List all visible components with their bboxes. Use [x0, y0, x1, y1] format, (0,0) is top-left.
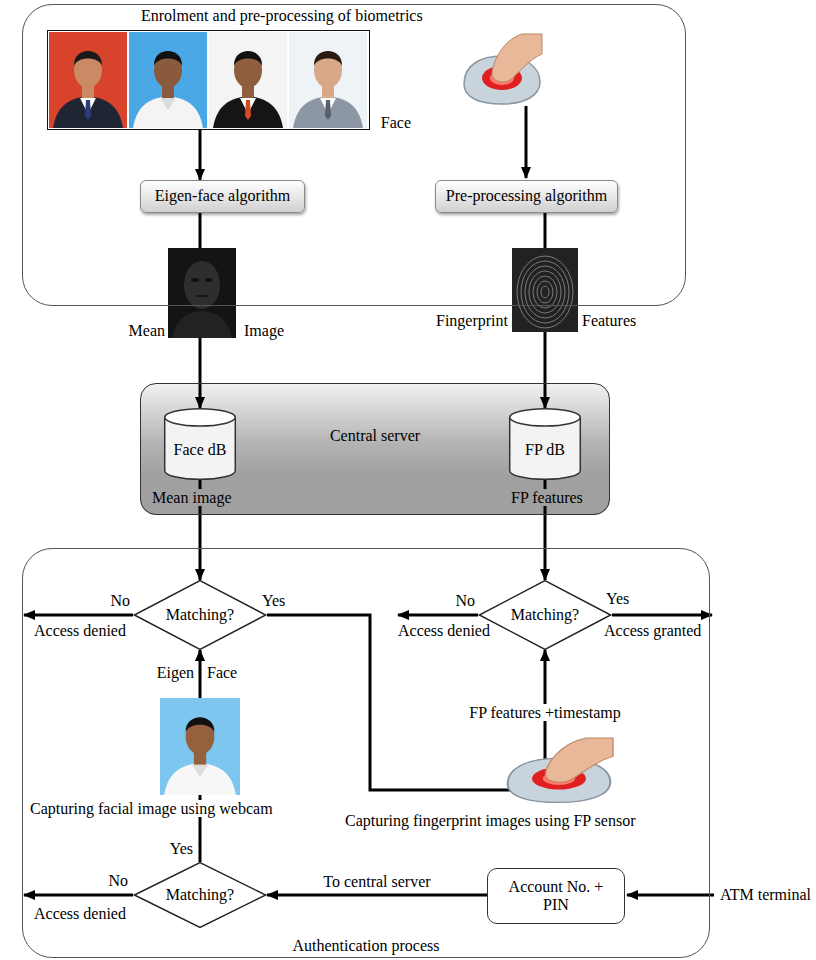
- denied-arrow: [398, 614, 478, 617]
- text-label-box: No: [108, 872, 128, 890]
- authentication-panel: Authentication process Matching? Matching?…: [22, 548, 710, 958]
- text-label: No: [455, 592, 475, 609]
- text-label-box: Capturing facial image using webcam: [28, 800, 275, 818]
- diamond-shape: [479, 581, 610, 650]
- decision-diamond: Matching?: [133, 862, 267, 928]
- text-label: Fingerprint: [436, 312, 508, 329]
- text-label-box: No: [455, 592, 475, 610]
- text-label-box: FP features +timestamp: [467, 704, 623, 722]
- denied-arrow: [24, 614, 133, 617]
- text-label-box: Yes: [606, 590, 629, 608]
- text-label: No: [110, 592, 130, 609]
- text-label: Yes: [606, 590, 629, 607]
- text-label: Eigen: [157, 664, 194, 681]
- face-photo: [49, 32, 127, 128]
- text-label: Capturing facial image using webcam: [28, 800, 275, 817]
- node-text: Eigen-face algorithm: [155, 187, 291, 205]
- connector-arrow: [199, 130, 202, 180]
- edge-label: To central server: [323, 873, 430, 890]
- node-text: Matching?: [166, 886, 234, 904]
- denied-arrow: [24, 894, 133, 897]
- webcam-photo: [160, 698, 240, 795]
- diamond-shape: [134, 581, 265, 650]
- text-label-box: Yes: [262, 592, 285, 610]
- text-label-box: Access denied: [34, 622, 126, 640]
- text-label: Yes: [170, 840, 193, 857]
- node-text: Matching?: [511, 606, 579, 624]
- face-photo: [289, 32, 367, 128]
- text-label: ATM terminal: [720, 886, 811, 903]
- text-label-box: Access denied: [398, 622, 490, 640]
- text-label: Image: [244, 322, 284, 339]
- text-label-box: ATM terminal: [720, 886, 811, 904]
- text-label-box: Access granted: [604, 622, 701, 640]
- text-label: No: [108, 872, 128, 889]
- text-label: Yes: [262, 592, 285, 609]
- node-text: Central server: [330, 427, 420, 445]
- fingerprint-image: [512, 248, 578, 332]
- text-label: FP features: [509, 489, 585, 506]
- text-label-box: No: [110, 592, 130, 610]
- node-text: Account No. + PIN: [498, 878, 614, 915]
- text-label-box: Features: [582, 312, 636, 330]
- decision-diamond: Matching?: [478, 580, 612, 650]
- granted-arrow: [612, 614, 712, 617]
- face-photo: [209, 32, 287, 128]
- text-label-box: Access denied: [34, 905, 126, 923]
- text-label: Access denied: [34, 905, 126, 922]
- text-label-box: Eigen: [157, 664, 194, 682]
- text-label-box: Face: [207, 664, 237, 682]
- algorithm-box: Pre-processing algorithm: [435, 180, 618, 213]
- node-text: Face: [381, 114, 411, 132]
- text-label-box: Yes: [170, 840, 193, 858]
- input-arrow: [627, 894, 714, 897]
- text-label-box: Mean image: [150, 489, 234, 507]
- algorithm-box: Eigen-face algorithm: [140, 180, 305, 213]
- text-label: Face: [207, 664, 237, 681]
- database-cylinder: FP dB: [509, 408, 581, 480]
- edge-label-box: To central server: [323, 873, 430, 891]
- text-label: Access denied: [34, 622, 126, 639]
- text-label-box: Mean: [129, 322, 165, 340]
- node-text: Pre-processing algorithm: [446, 187, 607, 205]
- server-band-fill: [140, 383, 610, 515]
- mean-face-image: [168, 248, 236, 338]
- cylinder-top: [510, 409, 581, 426]
- text-label: Features: [582, 312, 636, 329]
- text-label-box: Image: [244, 322, 284, 340]
- connector-arrow: [267, 894, 487, 897]
- text-label: FP features +timestamp: [467, 704, 623, 721]
- decision-diamond: Matching?: [133, 580, 267, 650]
- text-label-box: FP features: [509, 489, 585, 507]
- node-text: Authentication process: [292, 937, 439, 955]
- fingerprint-sensor: [464, 34, 542, 104]
- cylinder-top: [165, 409, 236, 426]
- connector-group: [200, 130, 545, 895]
- text-label: Mean: [129, 322, 165, 339]
- text-label: Access denied: [398, 622, 490, 639]
- connector-arrow: [267, 615, 545, 790]
- enrolment-panel: Enrolment and pre-processing of biometri…: [22, 4, 686, 306]
- text-label-box: Capturing fingerprint images using FP se…: [345, 812, 636, 830]
- text-label: Capturing fingerprint images using FP se…: [345, 812, 636, 829]
- face-photo-strip: Face: [47, 30, 370, 130]
- text-label-box: Fingerprint: [436, 312, 508, 330]
- diamond-shape: [134, 863, 265, 928]
- process-box: Account No. + PIN: [487, 868, 625, 924]
- flow-arrow: [525, 106, 528, 178]
- node-text: Enrolment and pre-processing of biometri…: [141, 7, 423, 25]
- face-photo: [129, 32, 207, 128]
- node-text: FP dB: [525, 441, 565, 459]
- fingerprint-sensor: [508, 738, 613, 802]
- node-text: Face dB: [174, 441, 227, 459]
- node-text: Matching?: [166, 606, 234, 624]
- database-cylinder: Face dB: [164, 408, 236, 480]
- text-label: Mean image: [150, 489, 234, 506]
- text-label: Access granted: [604, 622, 701, 639]
